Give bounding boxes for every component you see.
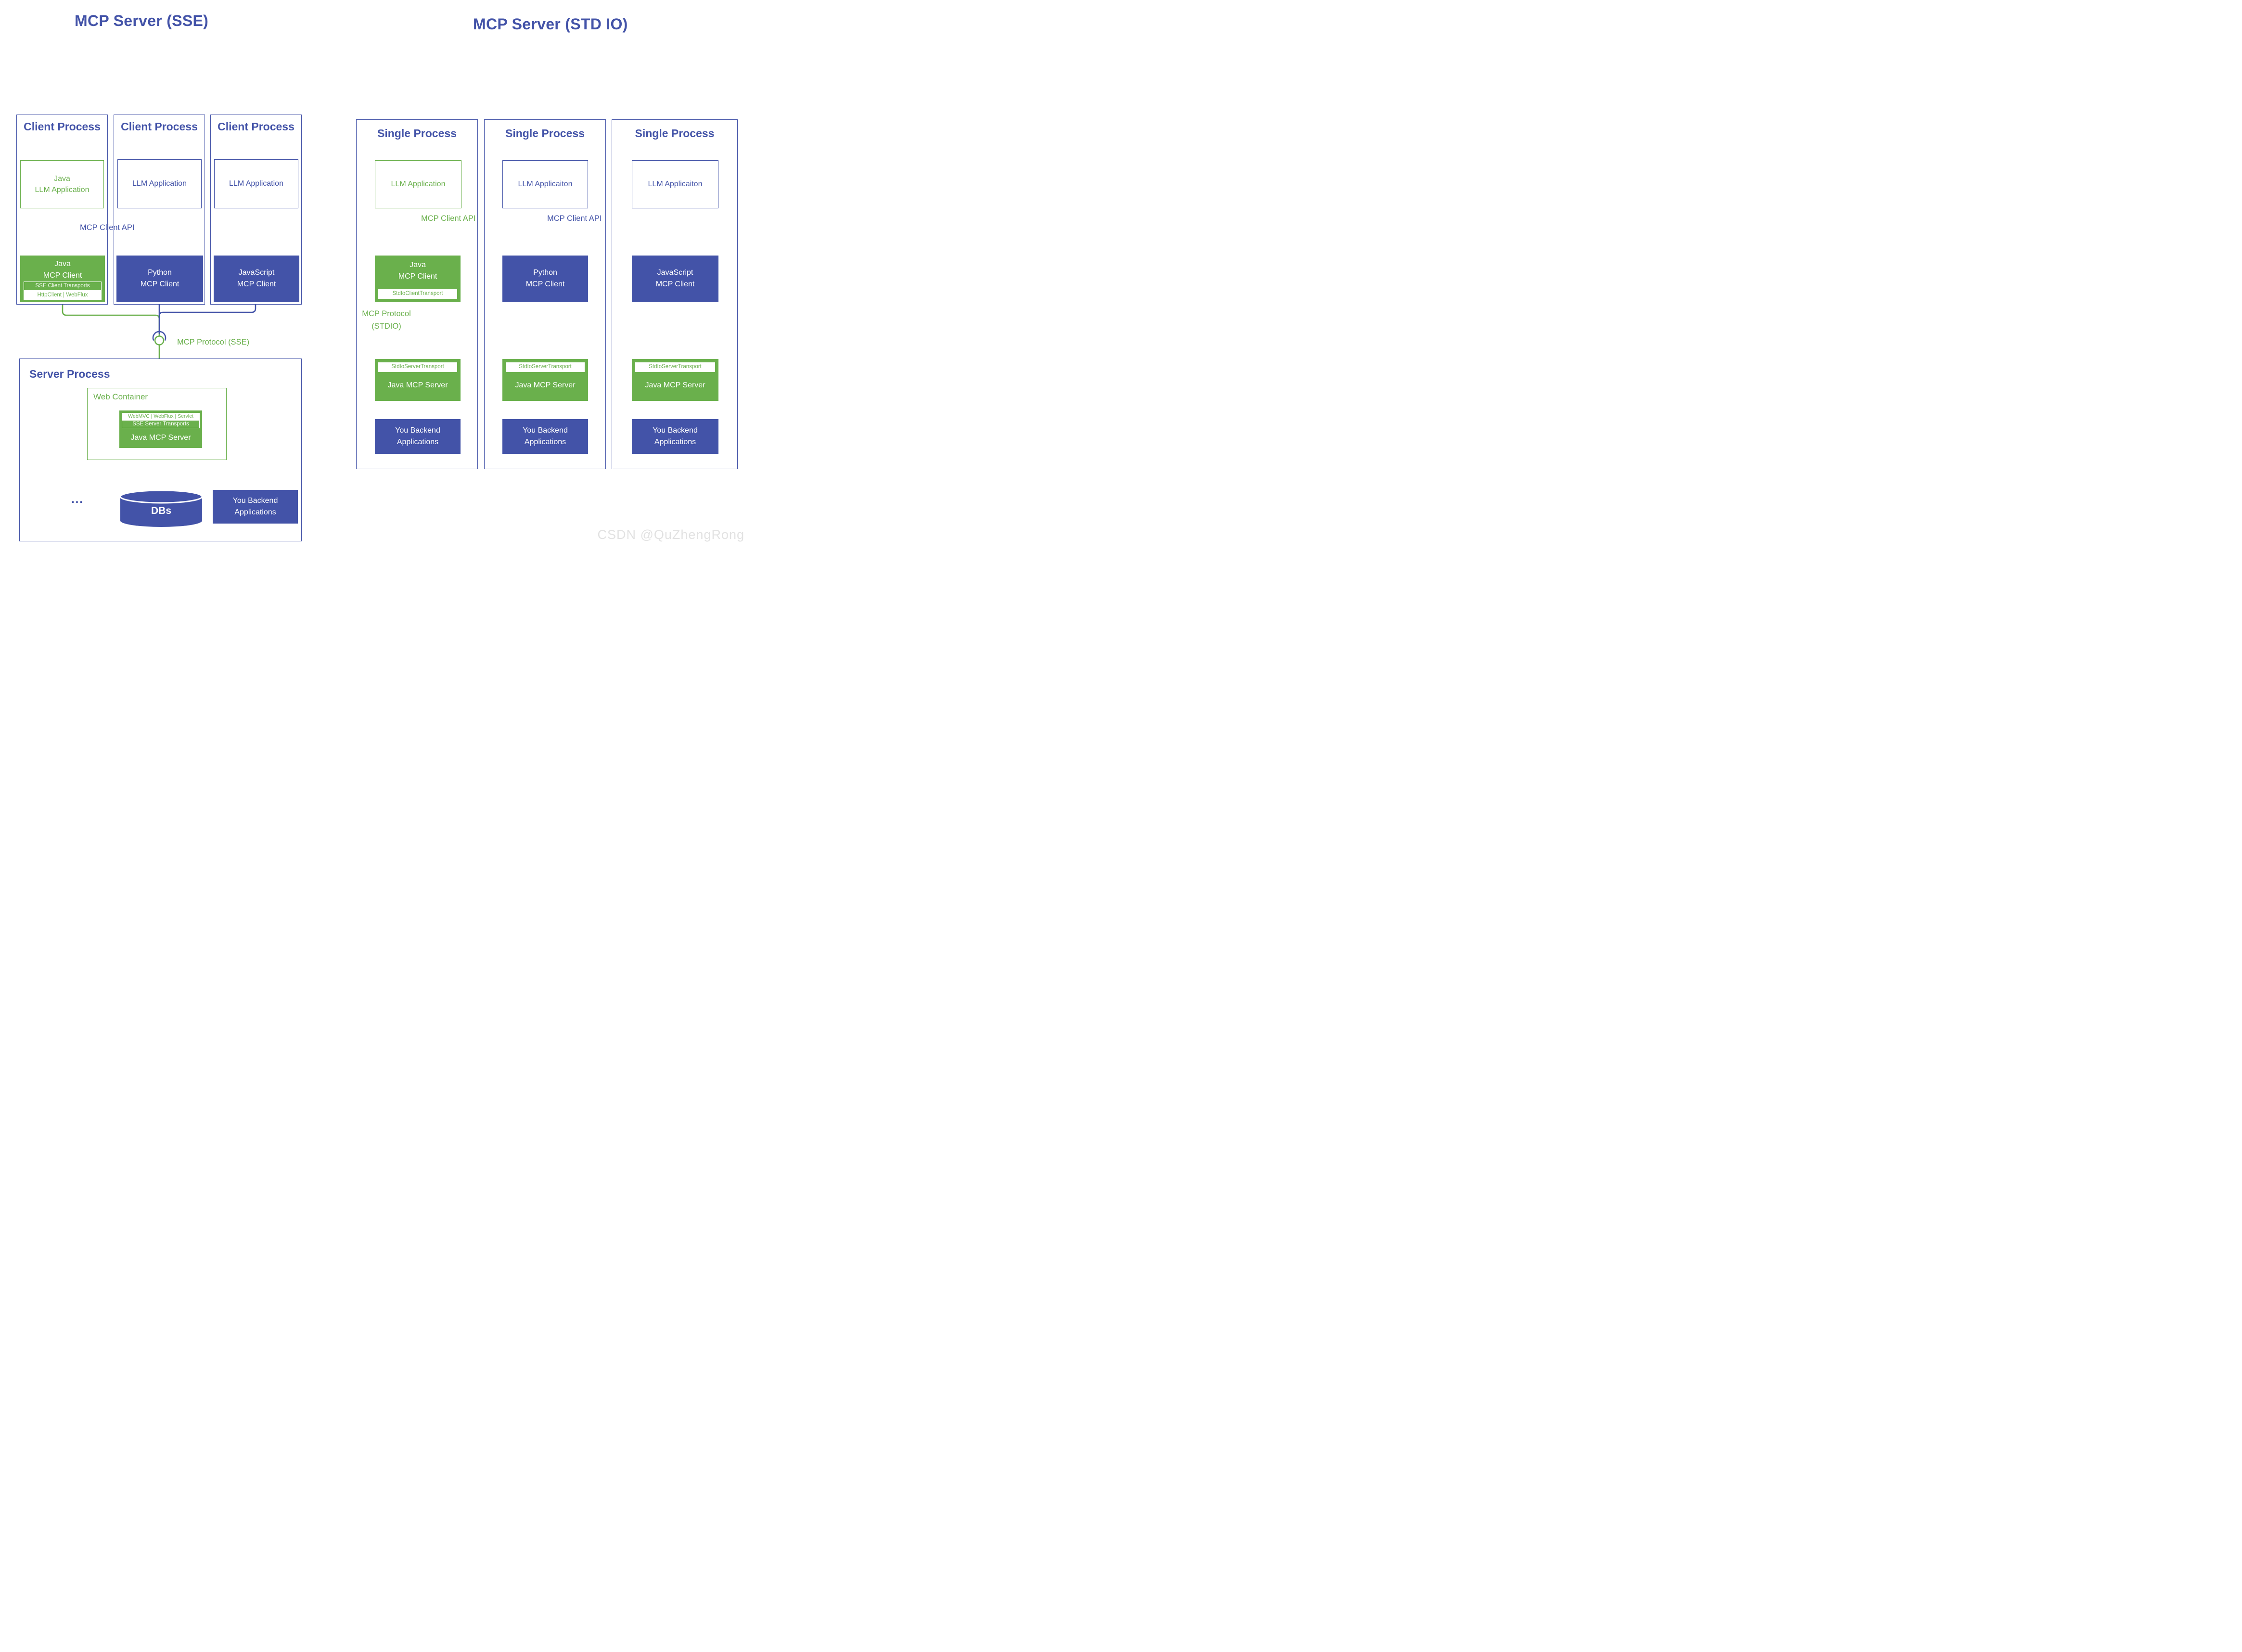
java-mcp-server-box: WebMVC | WebFlux | Servlet SSE Server Tr… bbox=[119, 410, 202, 448]
backend-applications-box: You Backend Applications bbox=[375, 419, 461, 454]
mcp-client-api-label: MCP Client API bbox=[80, 223, 135, 232]
mcp-client-label: JavaScript MCP Client bbox=[237, 269, 276, 288]
stdio-diagram-title: MCP Server (STD IO) bbox=[473, 15, 628, 33]
server-process-box: Server Process Web Container WebMVC | We… bbox=[19, 359, 302, 541]
mcp-client-label: Python MCP Client bbox=[525, 269, 565, 288]
single-process-box-2: Single Process LLM Applicaiton Python MC… bbox=[484, 119, 606, 469]
stdio-server-transport-bar: StdIoServerTransport bbox=[635, 362, 715, 372]
mcp-protocol-stdio-label: MCP Protocol (STDIO) bbox=[362, 309, 411, 331]
single-process-title: Single Process bbox=[505, 127, 585, 140]
javascript-mcp-client-box: JavaScript MCP Client bbox=[632, 256, 718, 302]
java-mcp-client-box: Java MCP Client StdIoClientTransport bbox=[375, 256, 461, 302]
client-process-box-3: Client Process LLM Application JavaScrip… bbox=[210, 115, 302, 305]
backend-applications-box: You Backend Applications bbox=[632, 419, 718, 454]
dbs-label: DBs bbox=[151, 505, 171, 516]
single-process-title: Single Process bbox=[377, 127, 457, 140]
server-process-title: Server Process bbox=[29, 368, 110, 380]
java-mcp-server-box: StdIoServerTransport Java MCP Server bbox=[632, 359, 718, 401]
client-process-title: Client Process bbox=[218, 120, 295, 133]
backend-applications-label: You Backend Applications bbox=[395, 426, 440, 446]
database-cylinder: DBs bbox=[119, 489, 203, 528]
java-mcp-client-box: Java MCP Client SSE Client Transports Ht… bbox=[20, 256, 105, 302]
client-process-title: Client Process bbox=[121, 120, 198, 133]
java-mcp-server-label: Java MCP Server bbox=[130, 434, 191, 442]
llm-application-box: LLM Application bbox=[214, 159, 298, 208]
single-process-title: Single Process bbox=[635, 127, 715, 140]
sse-server-transports-bar: SSE Server Transports bbox=[122, 420, 200, 428]
mcp-client-label: Java MCP Client bbox=[43, 260, 82, 280]
python-mcp-client-box: Python MCP Client bbox=[116, 256, 203, 302]
backend-applications-label: You Backend Applications bbox=[523, 426, 568, 446]
client-process-title: Client Process bbox=[24, 120, 101, 133]
socket-arc-icon bbox=[152, 331, 167, 341]
java-mcp-server-label: Java MCP Server bbox=[387, 381, 448, 389]
single-process-box-1: Single Process LLM Application Java MCP … bbox=[356, 119, 478, 469]
watermark: CSDN @QuZhengRong bbox=[597, 527, 744, 542]
mcp-client-label: Java MCP Client bbox=[398, 261, 437, 281]
stdio-server-transport-bar: StdIoServerTransport bbox=[378, 362, 457, 372]
database-icon bbox=[119, 489, 203, 527]
web-container-box: Web Container WebMVC | WebFlux | Servlet… bbox=[87, 388, 227, 460]
stdio-client-transport-bar: StdIoClientTransport bbox=[378, 289, 457, 299]
java-mcp-server-box: StdIoServerTransport Java MCP Server bbox=[502, 359, 588, 401]
client-transport-impl-bar: HttpClient | WebFlux bbox=[24, 291, 102, 300]
llm-application-box: LLM Applicaiton bbox=[502, 160, 588, 208]
llm-application-box: LLM Applicaiton bbox=[632, 160, 718, 208]
server-frameworks-bar: WebMVC | WebFlux | Servlet bbox=[122, 413, 200, 420]
mcp-client-label: JavaScript MCP Client bbox=[655, 269, 695, 288]
backend-applications-box: You Backend Applications bbox=[213, 490, 298, 524]
ball-interface-icon bbox=[154, 335, 165, 346]
backend-applications-box: You Backend Applications bbox=[502, 419, 588, 454]
stdio-server-transport-bar: StdIoServerTransport bbox=[506, 362, 585, 372]
client-process-box-2: Client Process LLM Application Python MC… bbox=[114, 115, 205, 305]
mcp-client-api-label: MCP Client API bbox=[547, 214, 602, 223]
llm-application-box: Java LLM Application bbox=[20, 160, 104, 208]
more-targets-ellipsis: ... bbox=[71, 493, 84, 506]
mcp-client-api-label: MCP Client API bbox=[421, 214, 476, 223]
sse-client-transports-bar: SSE Client Transports bbox=[24, 282, 102, 291]
client-process-box-1: Client Process Java LLM Application Java… bbox=[16, 115, 108, 305]
mcp-protocol-sse-label: MCP Protocol (SSE) bbox=[177, 338, 250, 346]
java-mcp-server-label: Java MCP Server bbox=[515, 381, 576, 389]
backend-applications-label: You Backend Applications bbox=[232, 497, 278, 516]
llm-application-box: LLM Application bbox=[117, 159, 202, 208]
diagram-canvas: MCP Server (SSE) Client Process Java LLM… bbox=[0, 0, 747, 551]
backend-applications-label: You Backend Applications bbox=[653, 426, 698, 446]
javascript-mcp-client-box: JavaScript MCP Client bbox=[214, 256, 299, 302]
python-mcp-client-box: Python MCP Client bbox=[502, 256, 588, 302]
web-container-title: Web Container bbox=[93, 392, 148, 401]
sse-diagram-title: MCP Server (SSE) bbox=[75, 12, 209, 29]
java-mcp-server-label: Java MCP Server bbox=[645, 381, 705, 389]
java-mcp-server-box: StdIoServerTransport Java MCP Server bbox=[375, 359, 461, 401]
single-process-box-3: Single Process LLM Applicaiton JavaScrip… bbox=[612, 119, 738, 469]
llm-application-box: LLM Application bbox=[375, 160, 461, 208]
mcp-client-label: Python MCP Client bbox=[140, 269, 179, 288]
